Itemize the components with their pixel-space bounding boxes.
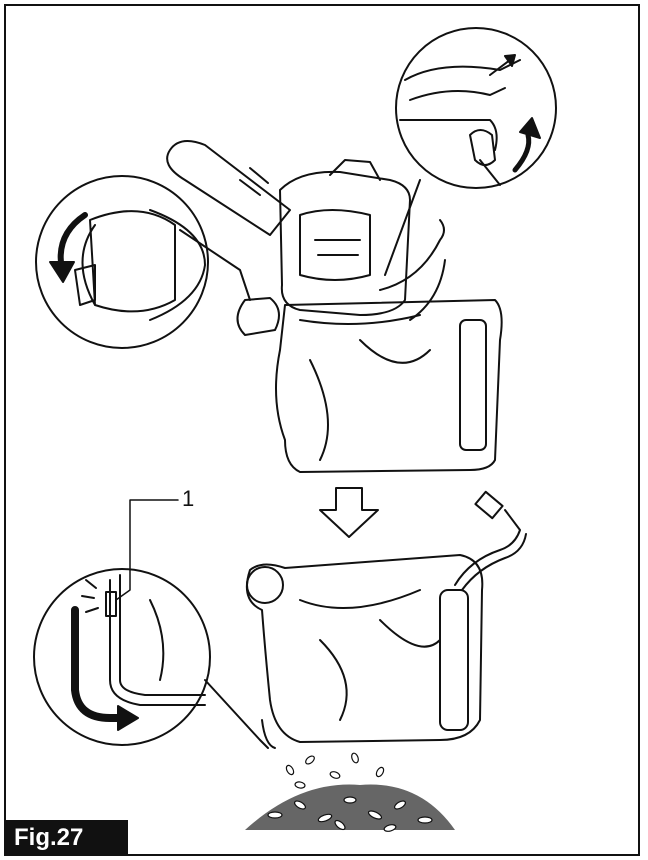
- callout-leader-line: [115, 499, 179, 601]
- callout-number-1: 1: [182, 486, 195, 511]
- blower-with-bag: [166, 140, 503, 473]
- zipper-inset: [33, 568, 269, 749]
- down-arrow-icon: [319, 487, 379, 538]
- emptying-bag: [246, 490, 527, 749]
- collar-inset: [35, 175, 251, 349]
- strap-hook-inset: [384, 27, 557, 276]
- figure-label: Fig.27: [6, 820, 128, 856]
- debris-pile: [245, 752, 455, 832]
- unhook-strap-arrow-icon: [489, 54, 541, 173]
- rotate-collar-arrow-icon: [49, 212, 88, 283]
- open-zipper-arrow-icon: [71, 606, 139, 731]
